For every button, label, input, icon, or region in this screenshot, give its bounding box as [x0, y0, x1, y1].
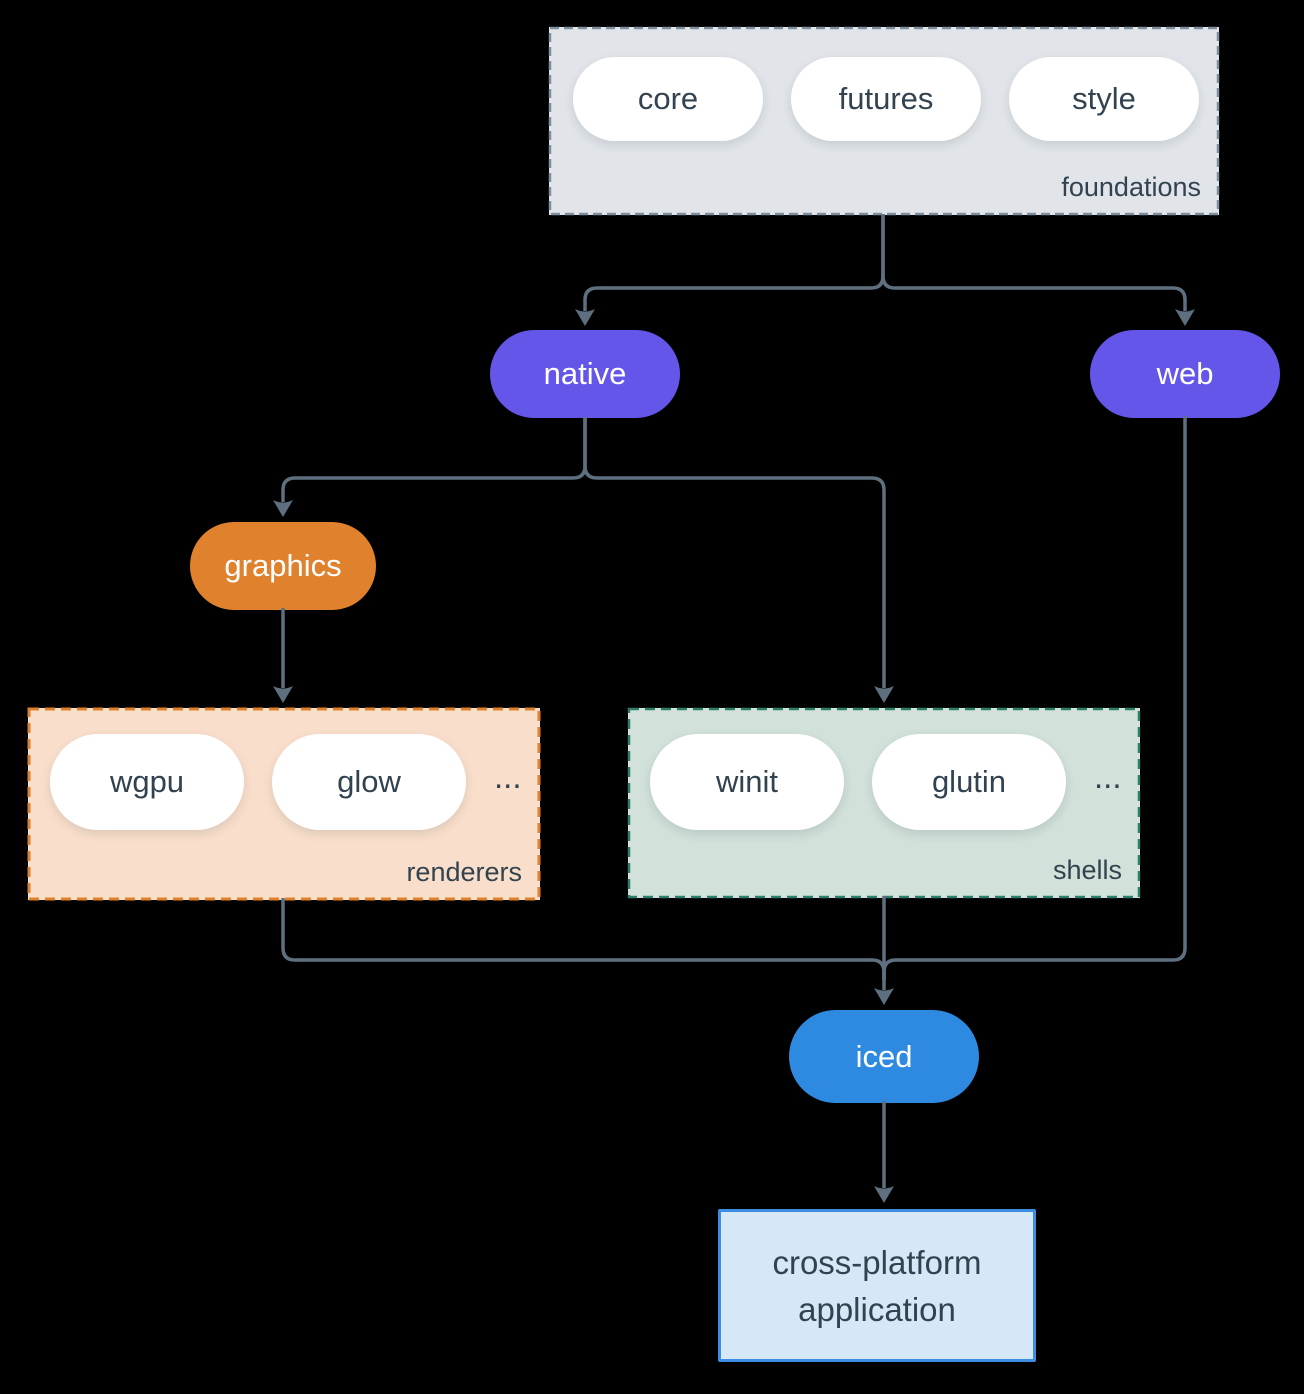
app-label-line2: application [798, 1290, 956, 1328]
renderers-label: renderers [406, 857, 522, 887]
arrowhead-iced [874, 988, 894, 1005]
cross-platform-application-box: cross-platform application [718, 1209, 1036, 1362]
node-native: native [490, 330, 680, 418]
foundations-pill-row: core futures style [549, 27, 1219, 141]
node-graphics: graphics [190, 522, 376, 610]
pill-winit: winit [650, 734, 844, 830]
foundations-group: core futures style foundations [549, 27, 1219, 215]
edge-native-shells [583, 417, 886, 688]
node-iced: iced [789, 1010, 979, 1103]
pill-glutin: glutin [872, 734, 1066, 830]
node-web: web [1090, 330, 1280, 418]
shells-group: winit glutin ... shells [628, 708, 1140, 898]
renderers-group: wgpu glow ... renderers [28, 708, 540, 900]
edge-foundations-web [881, 214, 1187, 311]
renderers-pill-row: wgpu glow ... [28, 708, 540, 830]
pill-style: style [1009, 57, 1199, 141]
arrowhead-shells [874, 686, 894, 703]
edge-native-graphics [281, 417, 587, 502]
foundations-label: foundations [1061, 172, 1201, 202]
pill-wgpu: wgpu [50, 734, 244, 830]
arrowhead-native [575, 309, 595, 326]
shells-label: shells [1052, 855, 1122, 885]
edge-foundations-native [583, 214, 885, 311]
pill-core: core [573, 57, 763, 141]
renderers-ellipsis: ... [494, 758, 522, 795]
app-label-line1: cross-platform [772, 1243, 982, 1281]
pill-glow: glow [272, 734, 466, 830]
pill-futures: futures [791, 57, 981, 141]
arrowhead-web [1175, 309, 1195, 326]
arrowhead-renderers [273, 686, 293, 703]
arrowhead-graphics [273, 500, 293, 517]
edge-renderers-iced [281, 898, 886, 980]
shells-ellipsis: ... [1094, 758, 1122, 795]
shells-pill-row: winit glutin ... [628, 708, 1140, 830]
arrowhead-application [874, 1186, 894, 1203]
